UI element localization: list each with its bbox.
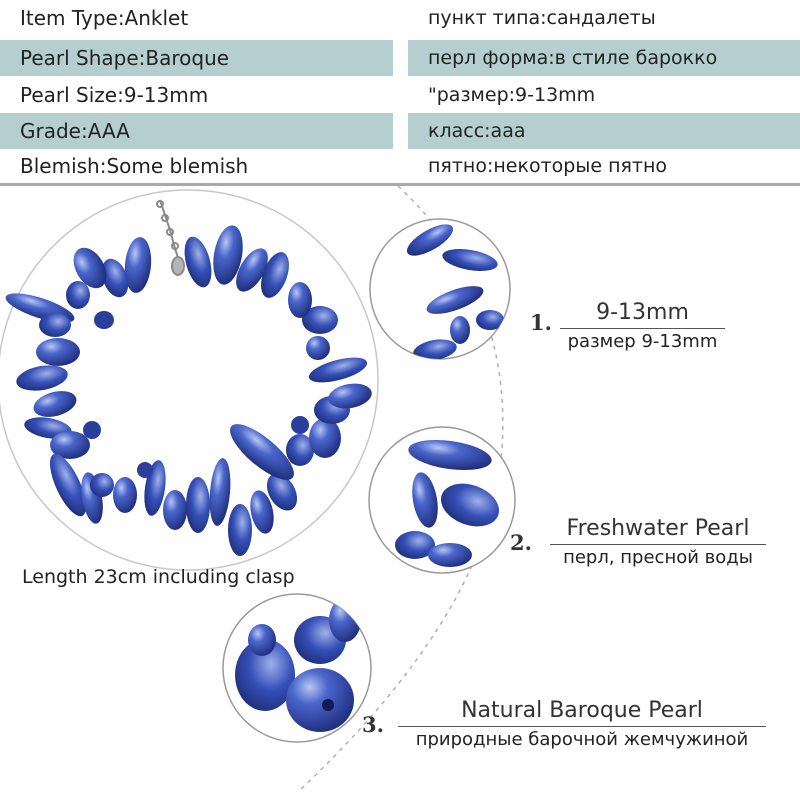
spec-row-grade: Grade:AAA класс:aaa (0, 113, 800, 150)
detail-pearls-2 (395, 439, 500, 567)
detail-pearls-1 (406, 224, 504, 359)
callout-1: 1. 9-13mm размер 9-13mm (530, 300, 725, 352)
length-caption: Length 23cm including clasp (22, 566, 295, 588)
spec-row-pearl-size: Pearl Size:9-13mm "размер:9-13mm (0, 77, 800, 114)
product-photo-area: Length 23cm including clasp (0, 186, 800, 800)
spec-label-en: Pearl Shape:Baroque (0, 40, 393, 76)
spec-label-en: Grade:AAA (0, 113, 393, 149)
spec-label-en: Pearl Size:9-13mm (20, 83, 209, 107)
spec-label-ru: класс:aaa (408, 113, 800, 149)
table-divider (0, 183, 800, 186)
callout-title: 9-13mm (596, 300, 689, 325)
callout-underline (560, 328, 725, 329)
anklet-frame-circle (0, 189, 379, 571)
callout-subtitle: природные барочной жемчужиной (415, 729, 749, 750)
spec-row-blemish: Blemish:Some blemish пятно:некоторые пят… (0, 148, 800, 185)
spec-table: Item Type:Anklet пункт типа:сандалеты Pe… (0, 0, 800, 186)
callout-title: Freshwater Pearl (566, 516, 750, 541)
callout-underline (550, 544, 766, 545)
spec-label-ru: перл форма:в стиле барокко (408, 40, 800, 76)
callout-number: 3. (362, 712, 384, 737)
spec-label-ru: пятно:некоторые пятно (428, 155, 668, 177)
callout-subtitle: перл, пресной воды (563, 547, 753, 568)
spec-label-en: Item Type:Anklet (20, 6, 189, 30)
callout-2: 2. Freshwater Pearl перл, пресной воды (510, 516, 766, 568)
spec-label-en: Blemish:Some blemish (20, 154, 249, 178)
callout-subtitle: размер 9-13mm (567, 331, 718, 352)
spec-row-item-type: Item Type:Anklet пункт типа:сандалеты (0, 0, 800, 37)
callout-title: Natural Baroque Pearl (461, 698, 703, 723)
anklet-pearls (5, 225, 372, 556)
callout-number: 1. (530, 310, 552, 335)
callout-3: 3. Natural Baroque Pearl природные бароч… (362, 698, 766, 750)
pearl-illustration (0, 186, 516, 791)
clasp-chain (156, 199, 185, 276)
callout-number: 2. (510, 530, 532, 555)
spec-row-pearl-shape: Pearl Shape:Baroque перл форма:в стиле б… (0, 40, 800, 77)
spec-label-ru: "размер:9-13mm (428, 84, 596, 106)
callout-underline (398, 726, 766, 727)
spec-label-ru: пункт типа:сандалеты (428, 7, 656, 29)
